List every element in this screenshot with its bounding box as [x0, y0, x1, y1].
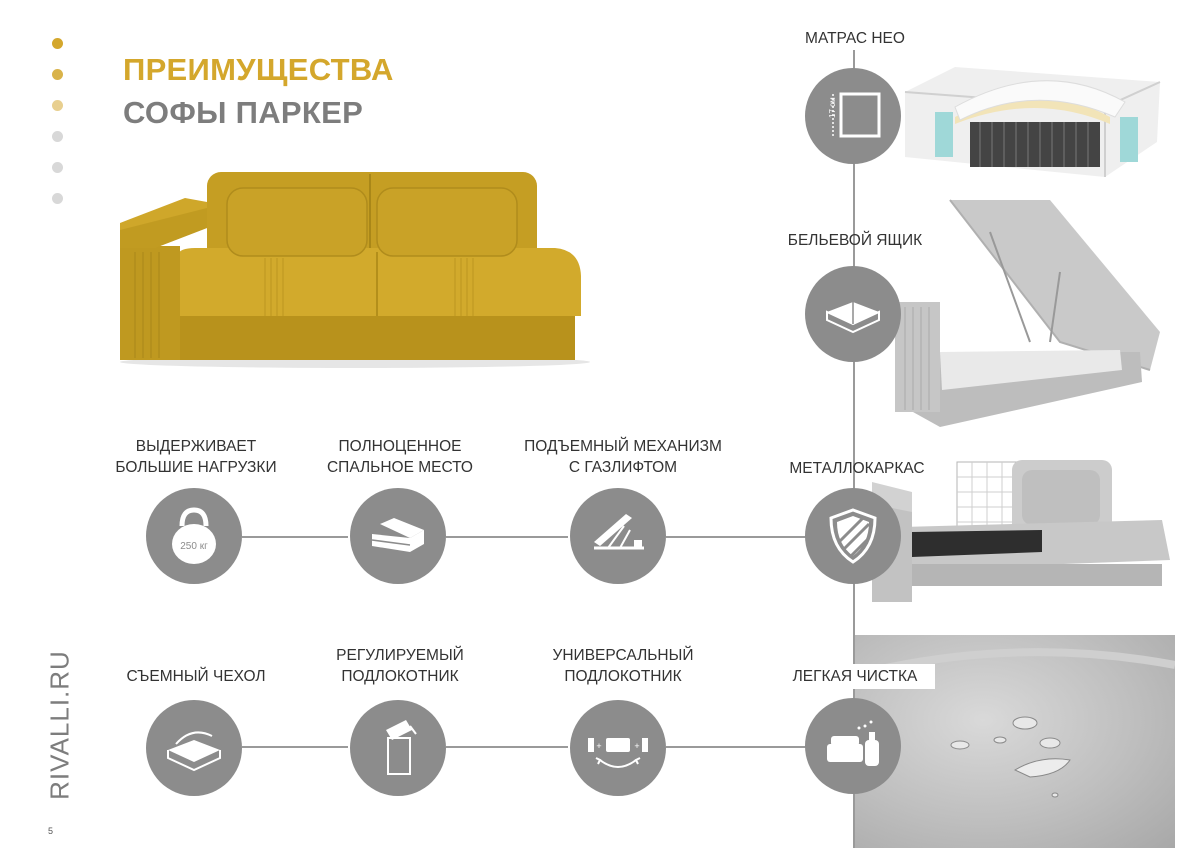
page-number: 5: [48, 826, 54, 836]
page-dot[interactable]: [52, 69, 63, 80]
feature-loads[interactable]: 250 кг: [146, 488, 242, 584]
svg-text:+: +: [596, 741, 601, 751]
brand-text: RIVALLI.RU: [44, 650, 75, 800]
feature-armrest-adjust[interactable]: [350, 700, 446, 796]
connector-line: [666, 746, 806, 748]
cover-icon: [167, 731, 221, 772]
kettlebell-icon: 250 кг: [172, 507, 216, 564]
page-dot[interactable]: [52, 38, 63, 49]
feature-cover[interactable]: [146, 700, 242, 796]
feature-sleep[interactable]: [350, 488, 446, 584]
page-dot[interactable]: [52, 162, 63, 173]
brand-vertical: RIVALLI.RU: [40, 650, 80, 800]
mattress-image: [904, 67, 1161, 177]
connector-line: [446, 746, 568, 748]
frame-sofa-image: [872, 460, 1170, 602]
connector-line: [242, 536, 348, 538]
feature-mattress[interactable]: 17 см: [805, 68, 901, 164]
feature-label-frame: МЕТАЛЛОКАРКАС: [789, 460, 925, 477]
page-subtitle: СОФЫ ПАРКЕР: [123, 95, 364, 130]
feature-lift[interactable]: [570, 488, 666, 584]
armrest-adjust-icon: [386, 720, 417, 775]
page-indicator: [52, 38, 64, 224]
connector-line: [446, 536, 568, 538]
connector-line: [853, 50, 855, 848]
mattress-icon: 17 см: [828, 92, 881, 138]
shield-icon: [829, 508, 877, 564]
page-dot[interactable]: [52, 131, 63, 142]
svg-text:+: +: [634, 741, 639, 751]
feature-label-mattress: МАТРАС НЕО: [805, 30, 905, 47]
sofa-image: [120, 172, 590, 368]
bed-icon: [371, 518, 424, 552]
feature-storage[interactable]: [805, 266, 901, 362]
feature-armrest-universal[interactable]: + +: [570, 700, 666, 796]
feature-clean[interactable]: [805, 698, 901, 794]
page-dot[interactable]: [52, 100, 63, 111]
armrest-swap-icon: + +: [588, 738, 648, 768]
feature-frame[interactable]: [805, 488, 901, 584]
feature-label-storage: БЕЛЬЕВОЙ ЯЩИК: [787, 232, 923, 249]
gaslift-icon: [594, 514, 644, 550]
page-title: ПРЕИМУЩЕСТВА: [123, 52, 394, 87]
page-dot[interactable]: [52, 193, 63, 204]
storage-sofa-image: [895, 199, 1160, 427]
feature-label-cover: СЪЕМНЫЙ ЧЕХОЛ: [126, 668, 266, 685]
feature-label-clean: ЛЕГКАЯ ЧИСТКА: [775, 664, 935, 689]
connector-line: [666, 536, 806, 538]
storage-box-icon: [826, 302, 880, 334]
svg-text:17 см: 17 см: [828, 97, 837, 118]
cleaning-icon: [827, 720, 879, 766]
svg-text:250 кг: 250 кг: [180, 541, 208, 552]
connector-line: [242, 746, 348, 748]
